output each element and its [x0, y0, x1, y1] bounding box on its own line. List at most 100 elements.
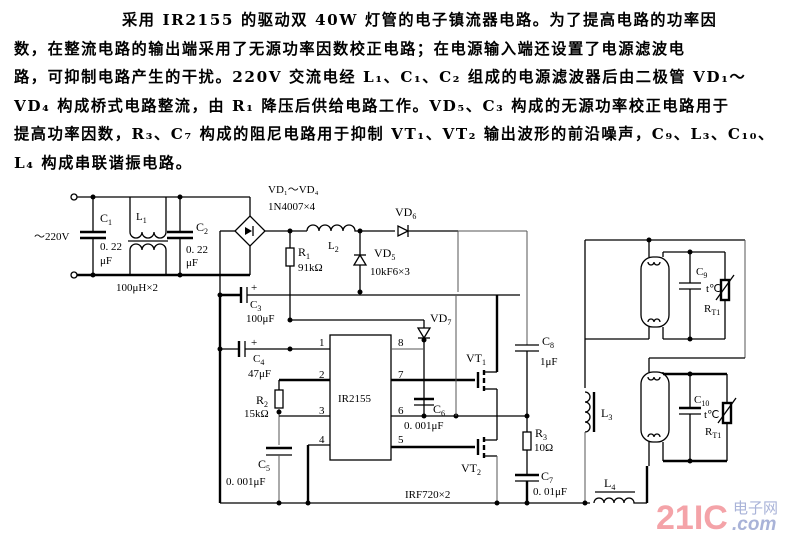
svg-text:C9: C9 [696, 266, 707, 280]
bridge-rectifier [219, 197, 290, 295]
capacitor-c1 [80, 194, 106, 278]
ic-pin-5: 5 [398, 434, 404, 446]
paragraph-line: 提高功率因数，R₃、C₇ 构成的阻尼电路用于抑制 VT₁、VT₂ 输出波形的前沿… [14, 125, 775, 144]
mosfet-vt1 [476, 295, 499, 440]
paragraph-line: L₄ 构成串联谐振电路。 [14, 153, 193, 172]
capacitor-c7 [515, 473, 539, 506]
svg-text:VT1: VT1 [466, 351, 486, 367]
ic-pin-7: 7 [398, 369, 404, 381]
svg-text:VD6: VD6 [395, 205, 416, 221]
watermark-brand: 21IC [656, 499, 728, 537]
watermark-domain: .com [732, 514, 776, 535]
input-voltage-label: ～220V [34, 231, 69, 243]
paragraph-line: 采用 IR2155 的驱动双 40W 灯管的电子镇流器电路。为了提高电路的功率因 [122, 11, 718, 29]
inductor-l4 [593, 466, 649, 504]
paragraph-line: VD₄ 构成桥式电路整流，由 R₁ 降压后供给电路工作。VD₅、C₃ 构成的无源… [14, 96, 730, 115]
c3-value: 100μF [246, 313, 275, 325]
ic-label: IR2155 [338, 393, 372, 405]
svg-text:VD5: VD5 [374, 246, 395, 262]
diode-vd7 [416, 320, 432, 405]
c5-value: 0. 001μF [226, 476, 266, 488]
r2-name: R [256, 393, 264, 407]
diode-vd5 [352, 231, 368, 292]
svg-text:R2: R2 [256, 393, 268, 409]
svg-text:VD7: VD7 [430, 311, 451, 327]
svg-text:C7: C7 [541, 469, 553, 485]
svg-text:C5: C5 [258, 457, 270, 473]
thermistor-rt1-a [715, 252, 735, 339]
c1-unit: μF [100, 255, 112, 267]
paragraph: 采用 IR2155 的驱动双 40W 灯管的电子镇流器电路。为了提高电路的功率因… [14, 6, 786, 178]
c8-value: 1μF [540, 356, 558, 368]
c3-name: C [250, 299, 257, 311]
vt1-name: VT [466, 351, 483, 365]
svg-text:RT1: RT1 [705, 426, 721, 440]
capacitor-c10 [679, 371, 701, 464]
svg-text:VT2: VT2 [461, 461, 481, 477]
c9-temp: t℃ [706, 283, 721, 295]
svg-text:RT1: RT1 [704, 303, 720, 317]
ic-pin-4: 4 [319, 434, 325, 446]
svg-text:L2: L2 [328, 240, 339, 254]
svg-text:L1: L1 [136, 211, 147, 225]
l1-value: 100μH×2 [116, 282, 158, 294]
svg-text:C4: C4 [253, 353, 264, 367]
svg-text:L3: L3 [601, 406, 612, 422]
c4-name: C [253, 353, 260, 365]
paragraph-line: 数，在整流电路的输出端采用了无源功率因数校正电路；在电源输入端还设置了电源滤波电 [14, 39, 686, 58]
inductor-l3 [584, 391, 596, 503]
c2-unit: μF [186, 257, 198, 269]
r3-value: 10Ω [534, 442, 553, 454]
c1-name: C [100, 211, 108, 225]
svg-text:C10: C10 [694, 394, 709, 408]
ic-pin-2: 2 [319, 369, 325, 381]
capacitor-c5 [266, 446, 292, 506]
l3-name: L [601, 406, 608, 420]
resistor-r3 [522, 416, 532, 474]
vd7-name: VD [430, 311, 448, 325]
capacitor-c2 [167, 194, 193, 278]
vd6-name: VD [395, 205, 413, 219]
c8-name: C [542, 334, 550, 348]
bridge-part: 1N4007×4 [268, 201, 316, 213]
ic-ir2155 [329, 334, 392, 461]
svg-text:C1: C1 [100, 211, 112, 227]
rt1a-name: R [704, 303, 712, 315]
capacitor-c6 [414, 397, 434, 419]
ic-pin-8: 8 [398, 337, 404, 349]
lamp-2 [640, 358, 727, 466]
c10-name: C [694, 394, 701, 406]
c7-value: 0. 01μF [533, 486, 567, 498]
vd5-part: 10kF6×3 [370, 266, 410, 278]
lamp-1 [585, 240, 725, 340]
inductor-l2 [306, 224, 360, 232]
vt2-name: VT [461, 461, 478, 475]
c4-polarity: + [251, 337, 257, 349]
c4-value: 47μF [248, 368, 271, 380]
ic-pin-3: 3 [319, 405, 325, 417]
r1-value: 91kΩ [298, 262, 323, 274]
c10-temp: t℃ [704, 409, 719, 421]
watermark-logo: 21IC 电子网 .com [656, 499, 778, 537]
svg-text:L4: L4 [604, 476, 615, 492]
vd5-name: VD [374, 246, 392, 260]
diode-vd6 [397, 224, 459, 292]
watermark-cn: 电子网 [733, 499, 778, 517]
svg-text:C8: C8 [542, 334, 554, 350]
c3-polarity: + [251, 282, 257, 294]
mosfet-vt2 [476, 437, 500, 506]
svg-text:C6: C6 [433, 402, 445, 418]
capacitor-c3 [239, 287, 520, 303]
ic-pin-1: 1 [319, 337, 325, 349]
svg-text:C3: C3 [250, 299, 261, 313]
l4-name: L [604, 476, 611, 490]
c9-name: C [696, 266, 703, 278]
mosfet-part-label: IRF720×2 [405, 489, 450, 501]
c5-name: C [258, 457, 266, 471]
l1-name: L [136, 211, 143, 223]
c6-value: 0. 001μF [404, 420, 444, 432]
capacitor-c9 [679, 249, 701, 342]
thermistor-rt1-b [717, 374, 737, 461]
svg-text:R1: R1 [298, 245, 310, 261]
